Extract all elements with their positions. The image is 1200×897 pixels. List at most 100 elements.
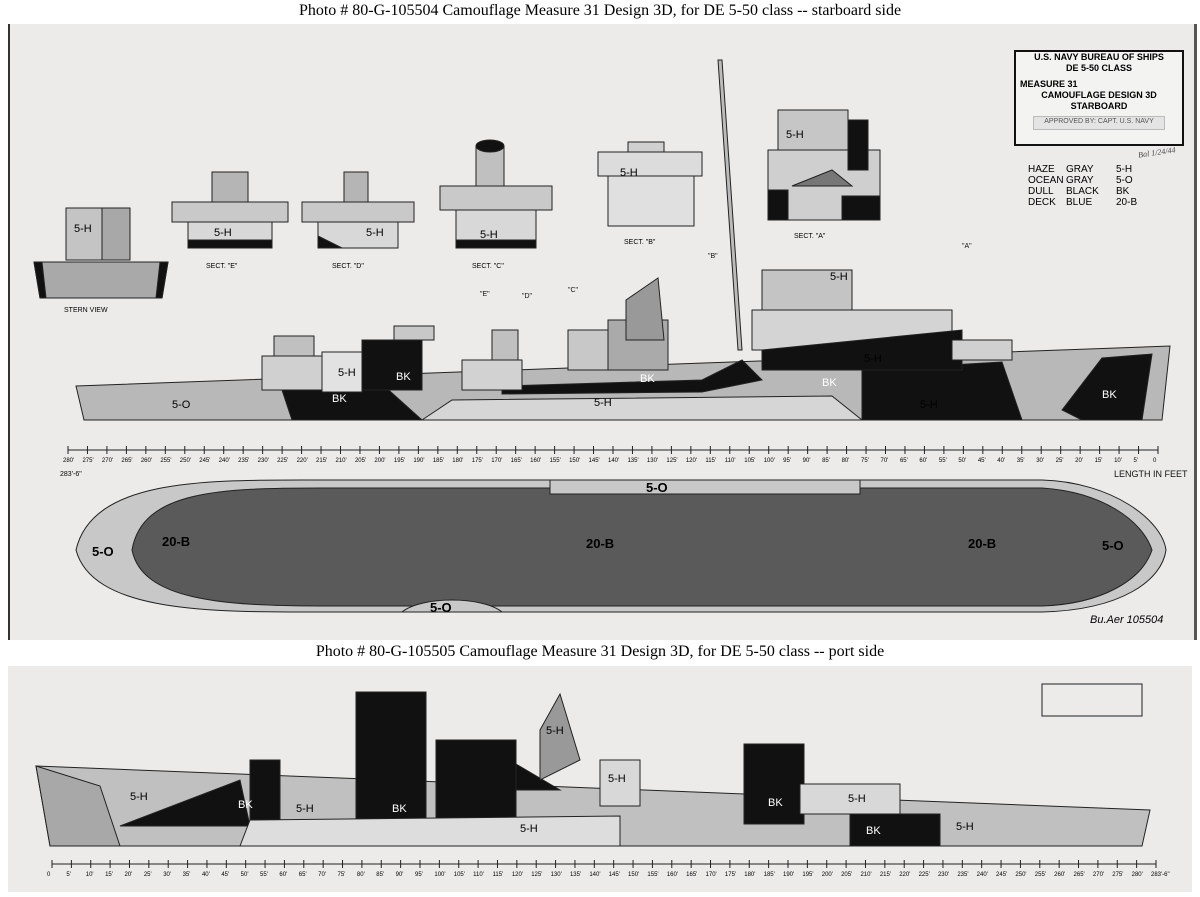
scale-label: 270' (1093, 872, 1104, 878)
scale-label: 150' (628, 872, 639, 878)
scale-label: 260' (141, 458, 152, 464)
scale-label: 105' (744, 458, 755, 464)
scale-label: 280' (1132, 872, 1143, 878)
sect-c-label: SECT. "C" (472, 263, 504, 270)
plan-20b-3: 20-B (968, 536, 996, 551)
legend-a: DULL (1028, 186, 1054, 197)
scale-label: 225' (277, 458, 288, 464)
scale-label: 45' (221, 872, 229, 878)
scale-label: 45' (978, 458, 986, 464)
scale-label: 115' (492, 872, 503, 878)
scale-label: 90' (803, 458, 811, 464)
scale-label: 260' (1054, 872, 1065, 878)
port-bk-2: BK (392, 803, 407, 815)
sect-c-5h: 5-H (480, 229, 498, 241)
scale-label: 130' (551, 872, 562, 878)
prof-bk-4: BK (822, 377, 837, 389)
scale-label: 150' (569, 458, 580, 464)
title-line3: MEASURE 31 (1020, 79, 1078, 89)
port-5h-5: 5-H (848, 793, 866, 805)
scale-label: 250' (180, 458, 191, 464)
port-5h-1: 5-H (130, 791, 148, 803)
section-b: 5-H SECT. "B" (597, 141, 703, 246)
scale-label: 65' (900, 458, 908, 464)
prof-5h-5: 5-H (830, 271, 848, 283)
scale-label: 135' (627, 458, 638, 464)
scale-label: 120' (512, 872, 523, 878)
legend-a: OCEAN (1028, 175, 1064, 186)
scale-label: 5' (66, 872, 70, 878)
scale-label: 75' (338, 872, 346, 878)
scale-label: 255' (1035, 872, 1046, 878)
plan-20b-1: 20-B (162, 534, 190, 549)
mast (717, 59, 743, 351)
scale-label: 95' (415, 872, 423, 878)
scale-label: 283'-6" (1151, 872, 1170, 878)
scale-label: 275' (82, 458, 93, 464)
scale-label: 165' (686, 872, 697, 878)
caption-bottom: Photo # 80-G-105505 Camouflage Measure 3… (315, 643, 885, 660)
port-5h-7: 5-H (546, 725, 564, 737)
scale-label: 70' (318, 872, 326, 878)
scale-label: 75' (861, 458, 869, 464)
section-c: 5-H SECT. "C" (439, 139, 553, 270)
scale-label: 235' (238, 458, 249, 464)
section-d: 5-H SECT. "D" (301, 171, 415, 270)
scale-label: 115' (705, 458, 716, 464)
scale-label: 140' (608, 458, 619, 464)
scale-label: 195' (802, 872, 813, 878)
port-5h-4: 5-H (608, 773, 626, 785)
scale-label: 65' (299, 872, 307, 878)
scale-label: 155' (550, 458, 561, 464)
bu-number: Bu.Aer 105504 (1090, 614, 1164, 626)
port-drawing: 5-H BK 5-H BK 5-H 5-H BK 5-H BK 5-H 5-H … (8, 666, 1192, 892)
deck-plan: 5-O 20-B 20-B 20-B 5-O 5-O 5-O (75, 479, 1167, 615)
scale-label: 120' (686, 458, 697, 464)
legend-code: 5-O (1116, 175, 1133, 186)
prof-bk-2: BK (332, 393, 347, 405)
scale-label: 255' (160, 458, 171, 464)
scale-label: 95' (783, 458, 791, 464)
sect-e-5h: 5-H (214, 227, 232, 239)
caption-top: Photo # 80-G-105504 Camouflage Measure 3… (298, 2, 902, 19)
legend-b: BLACK (1066, 186, 1099, 197)
scale-label: 175' (472, 458, 483, 464)
scale-label: 35' (1017, 458, 1025, 464)
scale-label: 165' (511, 458, 522, 464)
section-e: 5-H SECT. "E" (171, 171, 289, 270)
scale-label: 240' (219, 458, 230, 464)
legend-a: HAZE (1028, 164, 1055, 175)
scale-label: 170' (491, 458, 502, 464)
scale-label: 145' (609, 872, 620, 878)
scale-label: 160' (667, 872, 678, 878)
scale-label: 180' (744, 872, 755, 878)
prof-bk-3: BK (640, 373, 655, 385)
scale-label: 30' (163, 872, 171, 878)
overall-length-top: 283'-6" (60, 471, 82, 478)
scale-label: 140' (589, 872, 600, 878)
section-a: 5-H SECT. "A" (767, 109, 881, 240)
scale-label: 185' (433, 458, 444, 464)
scale-label: 50' (241, 872, 249, 878)
sect-d-label: SECT. "D" (332, 263, 364, 270)
scale-label: 105' (454, 872, 465, 878)
plan-5o-2: 5-O (1102, 538, 1124, 553)
scale-label: 225' (919, 872, 930, 878)
scale-label: 190' (783, 872, 794, 878)
sect-d-5h: 5-H (366, 227, 384, 239)
scale-label: 220' (899, 872, 910, 878)
scale-label: 25' (1056, 458, 1064, 464)
prof-5h-1: 5-H (338, 367, 356, 379)
scale-label: 80' (357, 872, 365, 878)
scale-label: 235' (957, 872, 968, 878)
scale-label: 130' (647, 458, 658, 464)
scale-label: 265' (121, 458, 132, 464)
scale-label: 210' (860, 872, 871, 878)
length-label: LENGTH IN FEET (1114, 469, 1188, 479)
legend-b: GRAY (1066, 175, 1094, 186)
stern-view-label: STERN VIEW (64, 307, 108, 314)
legend-a: DECK (1028, 197, 1056, 208)
